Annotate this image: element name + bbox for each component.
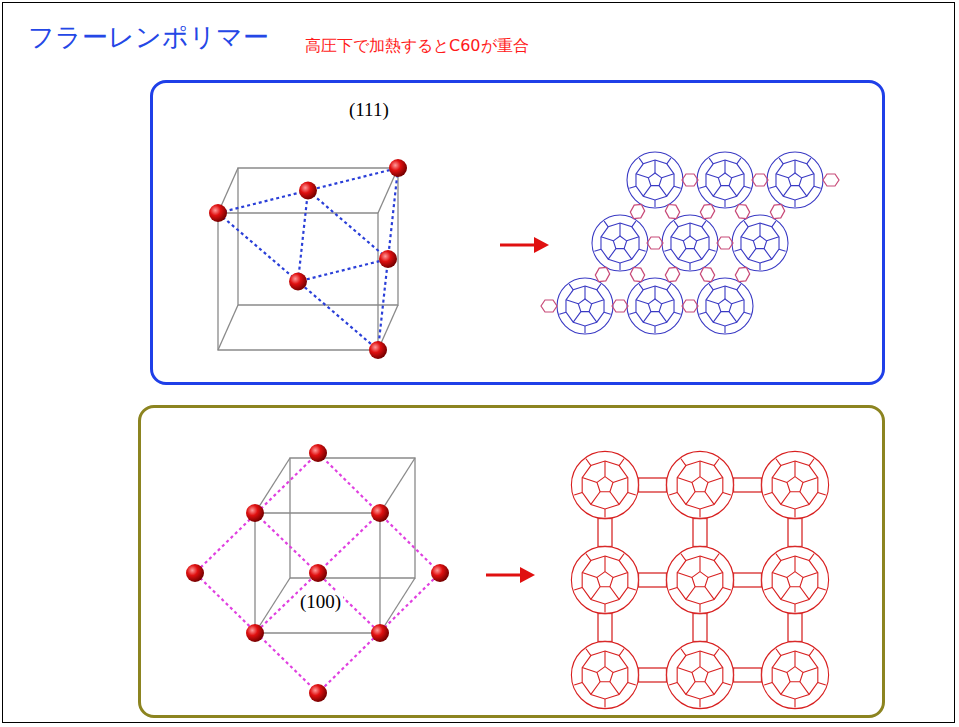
- polymer-bonds: [598, 478, 802, 682]
- crystal-panel: (100): [138, 405, 885, 718]
- c60-molecules: [209, 159, 407, 359]
- reaction-arrow: [500, 237, 549, 253]
- reaction-arrow: [486, 567, 535, 583]
- crystal-panel: (111): [150, 80, 885, 385]
- note-label: 高圧下で加熱するとC60が重合: [305, 36, 529, 55]
- tetragonal-polymer: [571, 451, 828, 708]
- plane-index: (111): [347, 99, 391, 122]
- plane-111: [218, 168, 398, 350]
- polymer-bonds: [541, 174, 839, 312]
- page-title: フラーレンポリマー: [28, 22, 269, 53]
- fcc-cube: [255, 458, 415, 633]
- rhombohedral-polymer: [557, 152, 823, 334]
- c60-molecules: [186, 444, 449, 702]
- fcc-cube: [218, 168, 398, 350]
- plane-index: (100): [298, 591, 343, 614]
- plane-100: [195, 453, 440, 693]
